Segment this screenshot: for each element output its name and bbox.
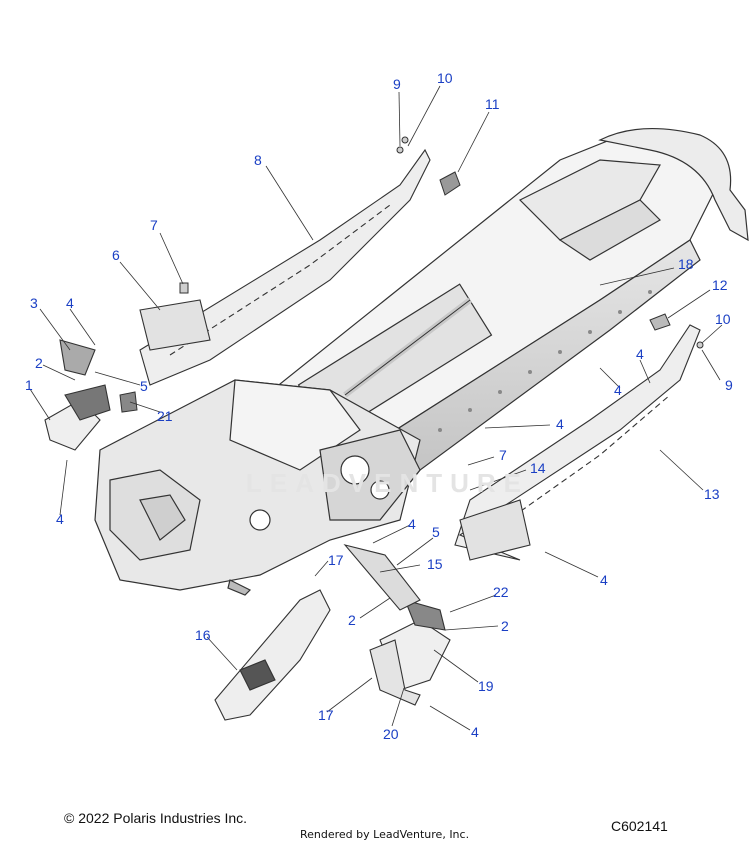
callout-4: 4: [614, 382, 622, 398]
footrest-left: [139, 299, 211, 351]
callout-9: 9: [393, 76, 401, 92]
callout-4: 4: [600, 572, 608, 588]
callout-1: 1: [25, 377, 33, 393]
callout-4: 4: [408, 516, 416, 532]
callout-12: 12: [712, 277, 728, 293]
callout-15: 15: [427, 556, 443, 572]
callout-9: 9: [725, 377, 733, 393]
callout-5: 5: [432, 524, 440, 540]
callout-4: 4: [556, 416, 564, 432]
callout-4: 4: [56, 511, 64, 527]
callout-4: 4: [66, 295, 74, 311]
callout-14: 14: [530, 460, 546, 476]
tunnel-chassis: [233, 127, 749, 522]
callout-4: 4: [636, 346, 644, 362]
rendered-by-text: Rendered by LeadVenture, Inc.: [300, 828, 470, 841]
callout-3: 3: [30, 295, 38, 311]
plate-15: [343, 544, 421, 611]
footrest-right: [459, 499, 531, 561]
lower-brackets: [369, 599, 451, 706]
running-board-left: [139, 148, 431, 386]
callout-20: 20: [383, 726, 399, 742]
watermark: LEADVENTURE: [246, 468, 530, 498]
copyright-text: © 2022 Polaris Industries Inc.: [64, 810, 248, 826]
callout-13: 13: [704, 486, 720, 502]
callout-2: 2: [35, 355, 43, 371]
callout-17: 17: [318, 707, 334, 723]
diagram-code: C602141: [611, 818, 668, 834]
hardware-parts: [119, 136, 704, 413]
callout-6: 6: [112, 247, 120, 263]
callout-21: 21: [157, 408, 173, 424]
callout-11: 11: [485, 96, 500, 112]
callout-10: 10: [437, 70, 453, 86]
lower-guard: [214, 589, 331, 721]
front-panels-left: [44, 339, 111, 451]
callout-18: 18: [678, 256, 694, 272]
callout-5: 5: [140, 378, 148, 394]
callout-8: 8: [254, 152, 262, 168]
callout-16: 16: [195, 627, 211, 643]
callout-4: 4: [471, 724, 479, 740]
callout-7: 7: [499, 447, 507, 463]
callout-2: 2: [501, 618, 509, 634]
callout-10: 10: [715, 311, 731, 327]
front-bulkhead: [94, 379, 421, 596]
callout-17: 17: [328, 552, 344, 568]
callout-2: 2: [348, 612, 356, 628]
leader-lines: [29, 85, 723, 731]
callout-7: 7: [150, 217, 158, 233]
callout-22: 22: [493, 584, 509, 600]
callout-19: 19: [478, 678, 494, 694]
